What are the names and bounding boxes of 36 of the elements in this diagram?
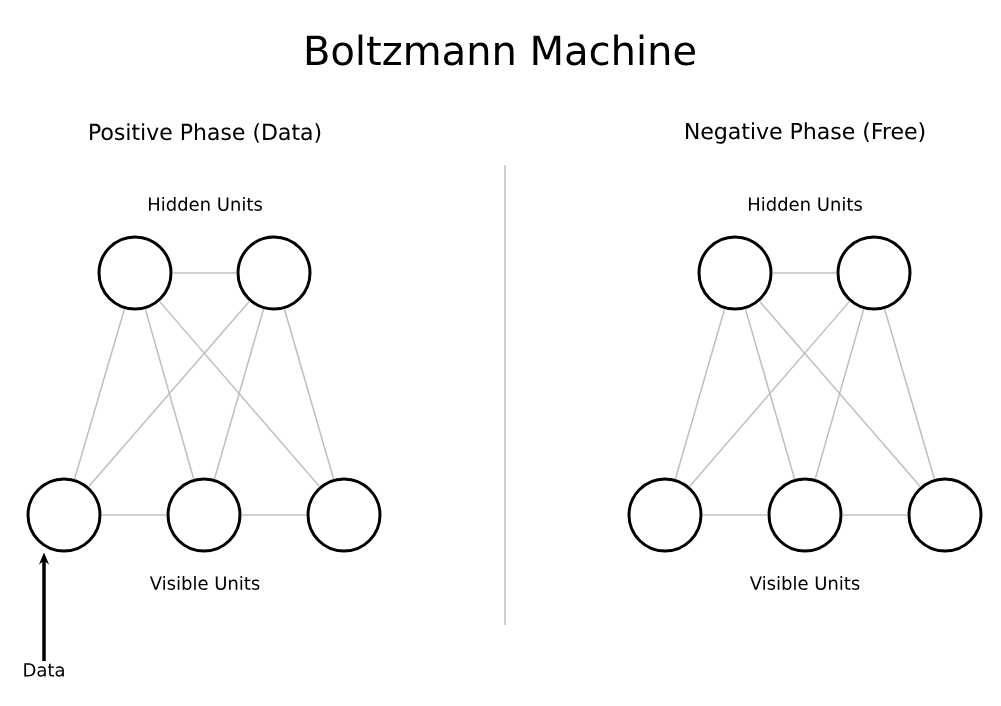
connection-line: [171, 272, 238, 274]
layer-label: Visible Units: [149, 576, 260, 590]
connection-line: [841, 514, 909, 516]
layer-label: Hidden Units: [748, 197, 862, 211]
connection-line: [744, 308, 796, 480]
unit-circle: [26, 477, 102, 553]
unit-circle: [236, 235, 312, 311]
connection-line: [771, 272, 838, 274]
title: Boltzmann Machine: [306, 34, 695, 66]
connection-line: [100, 514, 168, 516]
connection-line: [213, 308, 265, 480]
connection-line: [158, 300, 321, 488]
connection-line: [73, 308, 126, 480]
connection-line: [240, 514, 308, 516]
connection-line: [758, 300, 922, 488]
unit-circle: [907, 477, 983, 553]
phase-heading: Negative Phase (Free): [686, 122, 925, 144]
unit-circle: [836, 235, 912, 311]
connection-line: [283, 308, 335, 480]
layer-label: Hidden Units: [148, 197, 262, 211]
unit-circle: [627, 477, 703, 553]
connection-line: [701, 514, 769, 516]
unit-circle: [697, 235, 773, 311]
phase-heading: Positive Phase (Data): [90, 123, 321, 143]
unit-circle: [166, 477, 242, 553]
node-label: Data: [24, 663, 64, 677]
connection-line: [814, 308, 865, 480]
unit-circle: [306, 477, 382, 553]
unit-circle: [767, 477, 843, 553]
layer-label: Visible Units: [749, 576, 860, 590]
connection-line: [688, 300, 851, 488]
connection-line: [883, 308, 936, 480]
connection-line: [674, 308, 726, 480]
unit-circle: [97, 235, 173, 311]
connection-line: [87, 300, 251, 488]
connection-line: [144, 308, 195, 480]
